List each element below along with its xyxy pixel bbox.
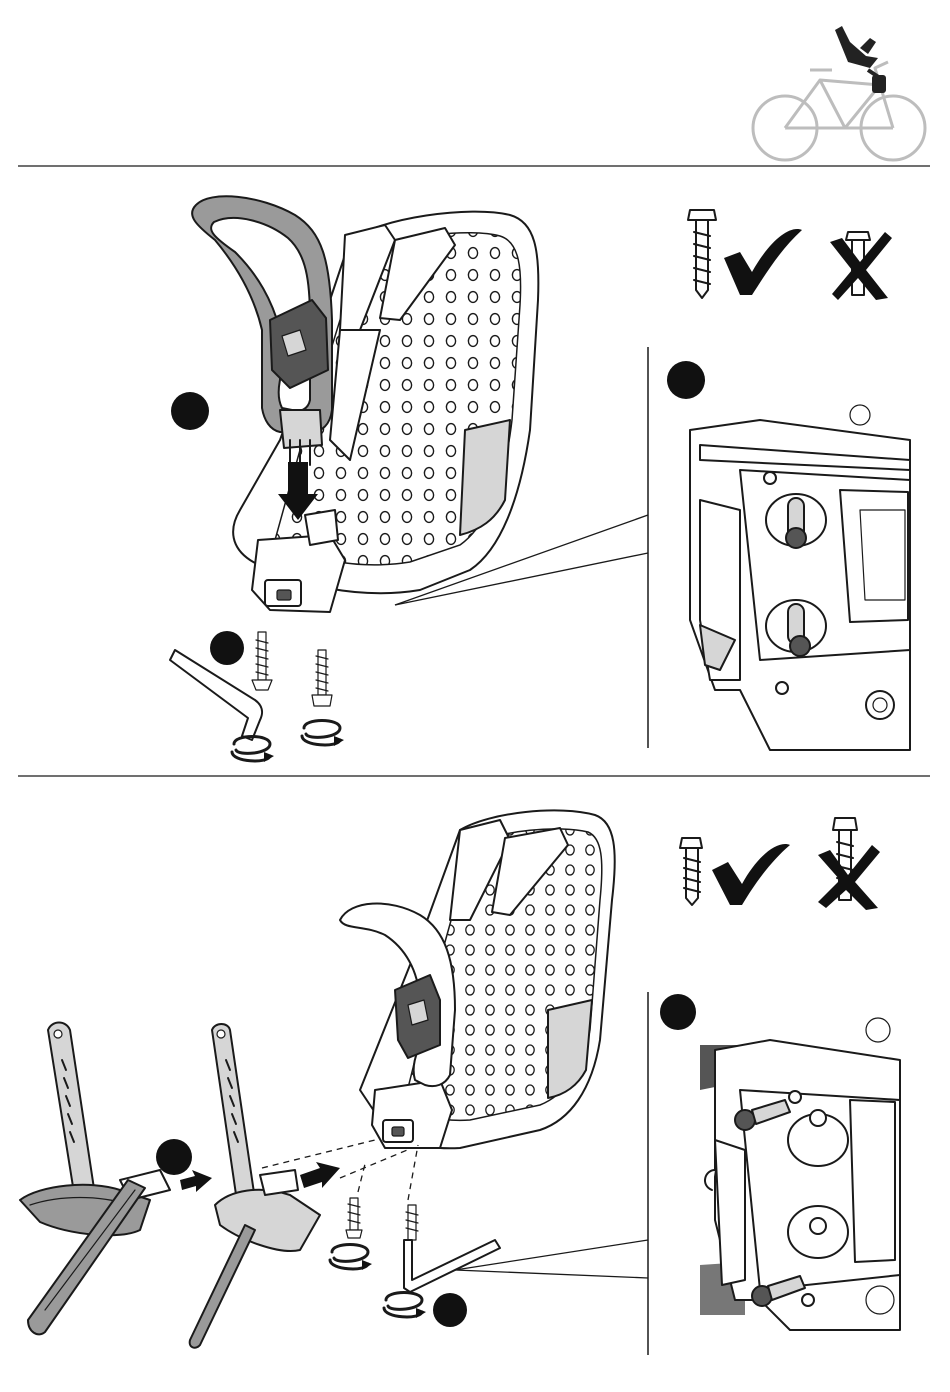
rotate-arrow-icon bbox=[232, 737, 274, 763]
footrest-left bbox=[20, 1023, 170, 1335]
step-bullet-icon bbox=[660, 994, 696, 1030]
screw-icon bbox=[252, 632, 272, 690]
check-mark-icon bbox=[712, 844, 790, 905]
safety-guard-top bbox=[192, 196, 332, 466]
screw-icon bbox=[346, 1198, 362, 1238]
rotate-arrow-icon bbox=[302, 721, 344, 747]
step-bullet-icon bbox=[171, 392, 209, 430]
screw-icon bbox=[688, 210, 716, 298]
footrest-right bbox=[190, 1024, 320, 1348]
right-arrow-icon bbox=[300, 1162, 340, 1188]
right-arrow-icon bbox=[180, 1170, 212, 1192]
screw-icon bbox=[406, 1205, 418, 1240]
rotate-arrow-icon bbox=[330, 1245, 372, 1271]
step-bullet-icon bbox=[667, 361, 705, 399]
check-mark-icon bbox=[724, 229, 802, 295]
detail-view-bottom bbox=[700, 1018, 900, 1330]
rotate-arrow-icon bbox=[384, 1293, 426, 1319]
screw-icon bbox=[680, 838, 702, 905]
detail-view-top bbox=[690, 405, 910, 750]
child-seat-bottom bbox=[360, 810, 615, 1148]
bicycle-icon bbox=[753, 62, 925, 160]
screw-icon bbox=[312, 650, 332, 706]
step-bullet-icon bbox=[433, 1293, 467, 1327]
step-bullet-icon bbox=[156, 1139, 192, 1175]
step-bullet-icon bbox=[210, 631, 244, 665]
allen-key-icon bbox=[170, 650, 262, 740]
allen-key-icon bbox=[404, 1240, 500, 1292]
